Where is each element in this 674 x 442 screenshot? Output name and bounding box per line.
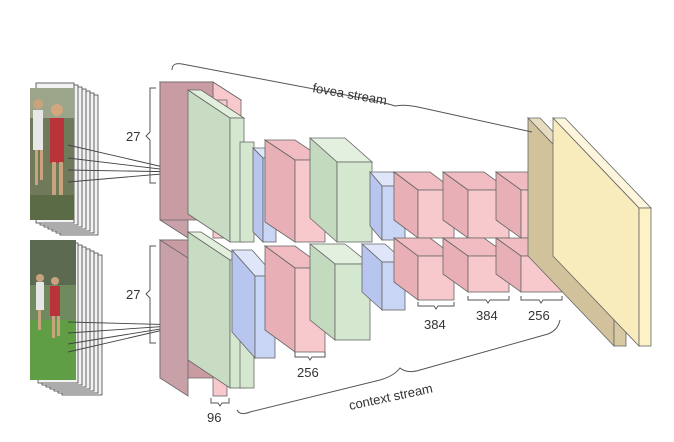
context-stream-label: context stream <box>348 381 435 413</box>
context-stream-brace <box>236 319 561 415</box>
fc-layer-2 <box>552 117 652 347</box>
label-384a: 384 <box>424 317 446 332</box>
label-384b: 384 <box>476 308 498 323</box>
fovea-input-frames <box>30 82 99 236</box>
label-96: 96 <box>207 410 221 425</box>
brace-256b <box>520 296 563 304</box>
brace-96 <box>210 398 230 407</box>
context-input-frames <box>30 240 103 396</box>
label-256b: 256 <box>528 308 550 323</box>
brace-384a <box>417 302 455 310</box>
context-conv5 <box>494 237 564 293</box>
fovea-norm1 <box>186 89 255 243</box>
context-dim-brace <box>145 245 156 344</box>
brace-256 <box>294 352 326 361</box>
fovea-dim-label: 27 <box>126 129 140 144</box>
context-dim-label: 27 <box>126 287 140 302</box>
context-conv4 <box>441 237 511 293</box>
fovea-stream-brace <box>171 63 533 133</box>
context-norm2 <box>308 243 372 341</box>
label-256: 256 <box>297 365 319 380</box>
context-image <box>30 240 76 380</box>
fovea-stream-label: fovea stream <box>311 80 388 108</box>
fovea-image <box>30 88 74 220</box>
fovea-norm2 <box>308 137 374 243</box>
fovea-dim-brace <box>145 87 156 184</box>
brace-384b <box>467 296 510 304</box>
